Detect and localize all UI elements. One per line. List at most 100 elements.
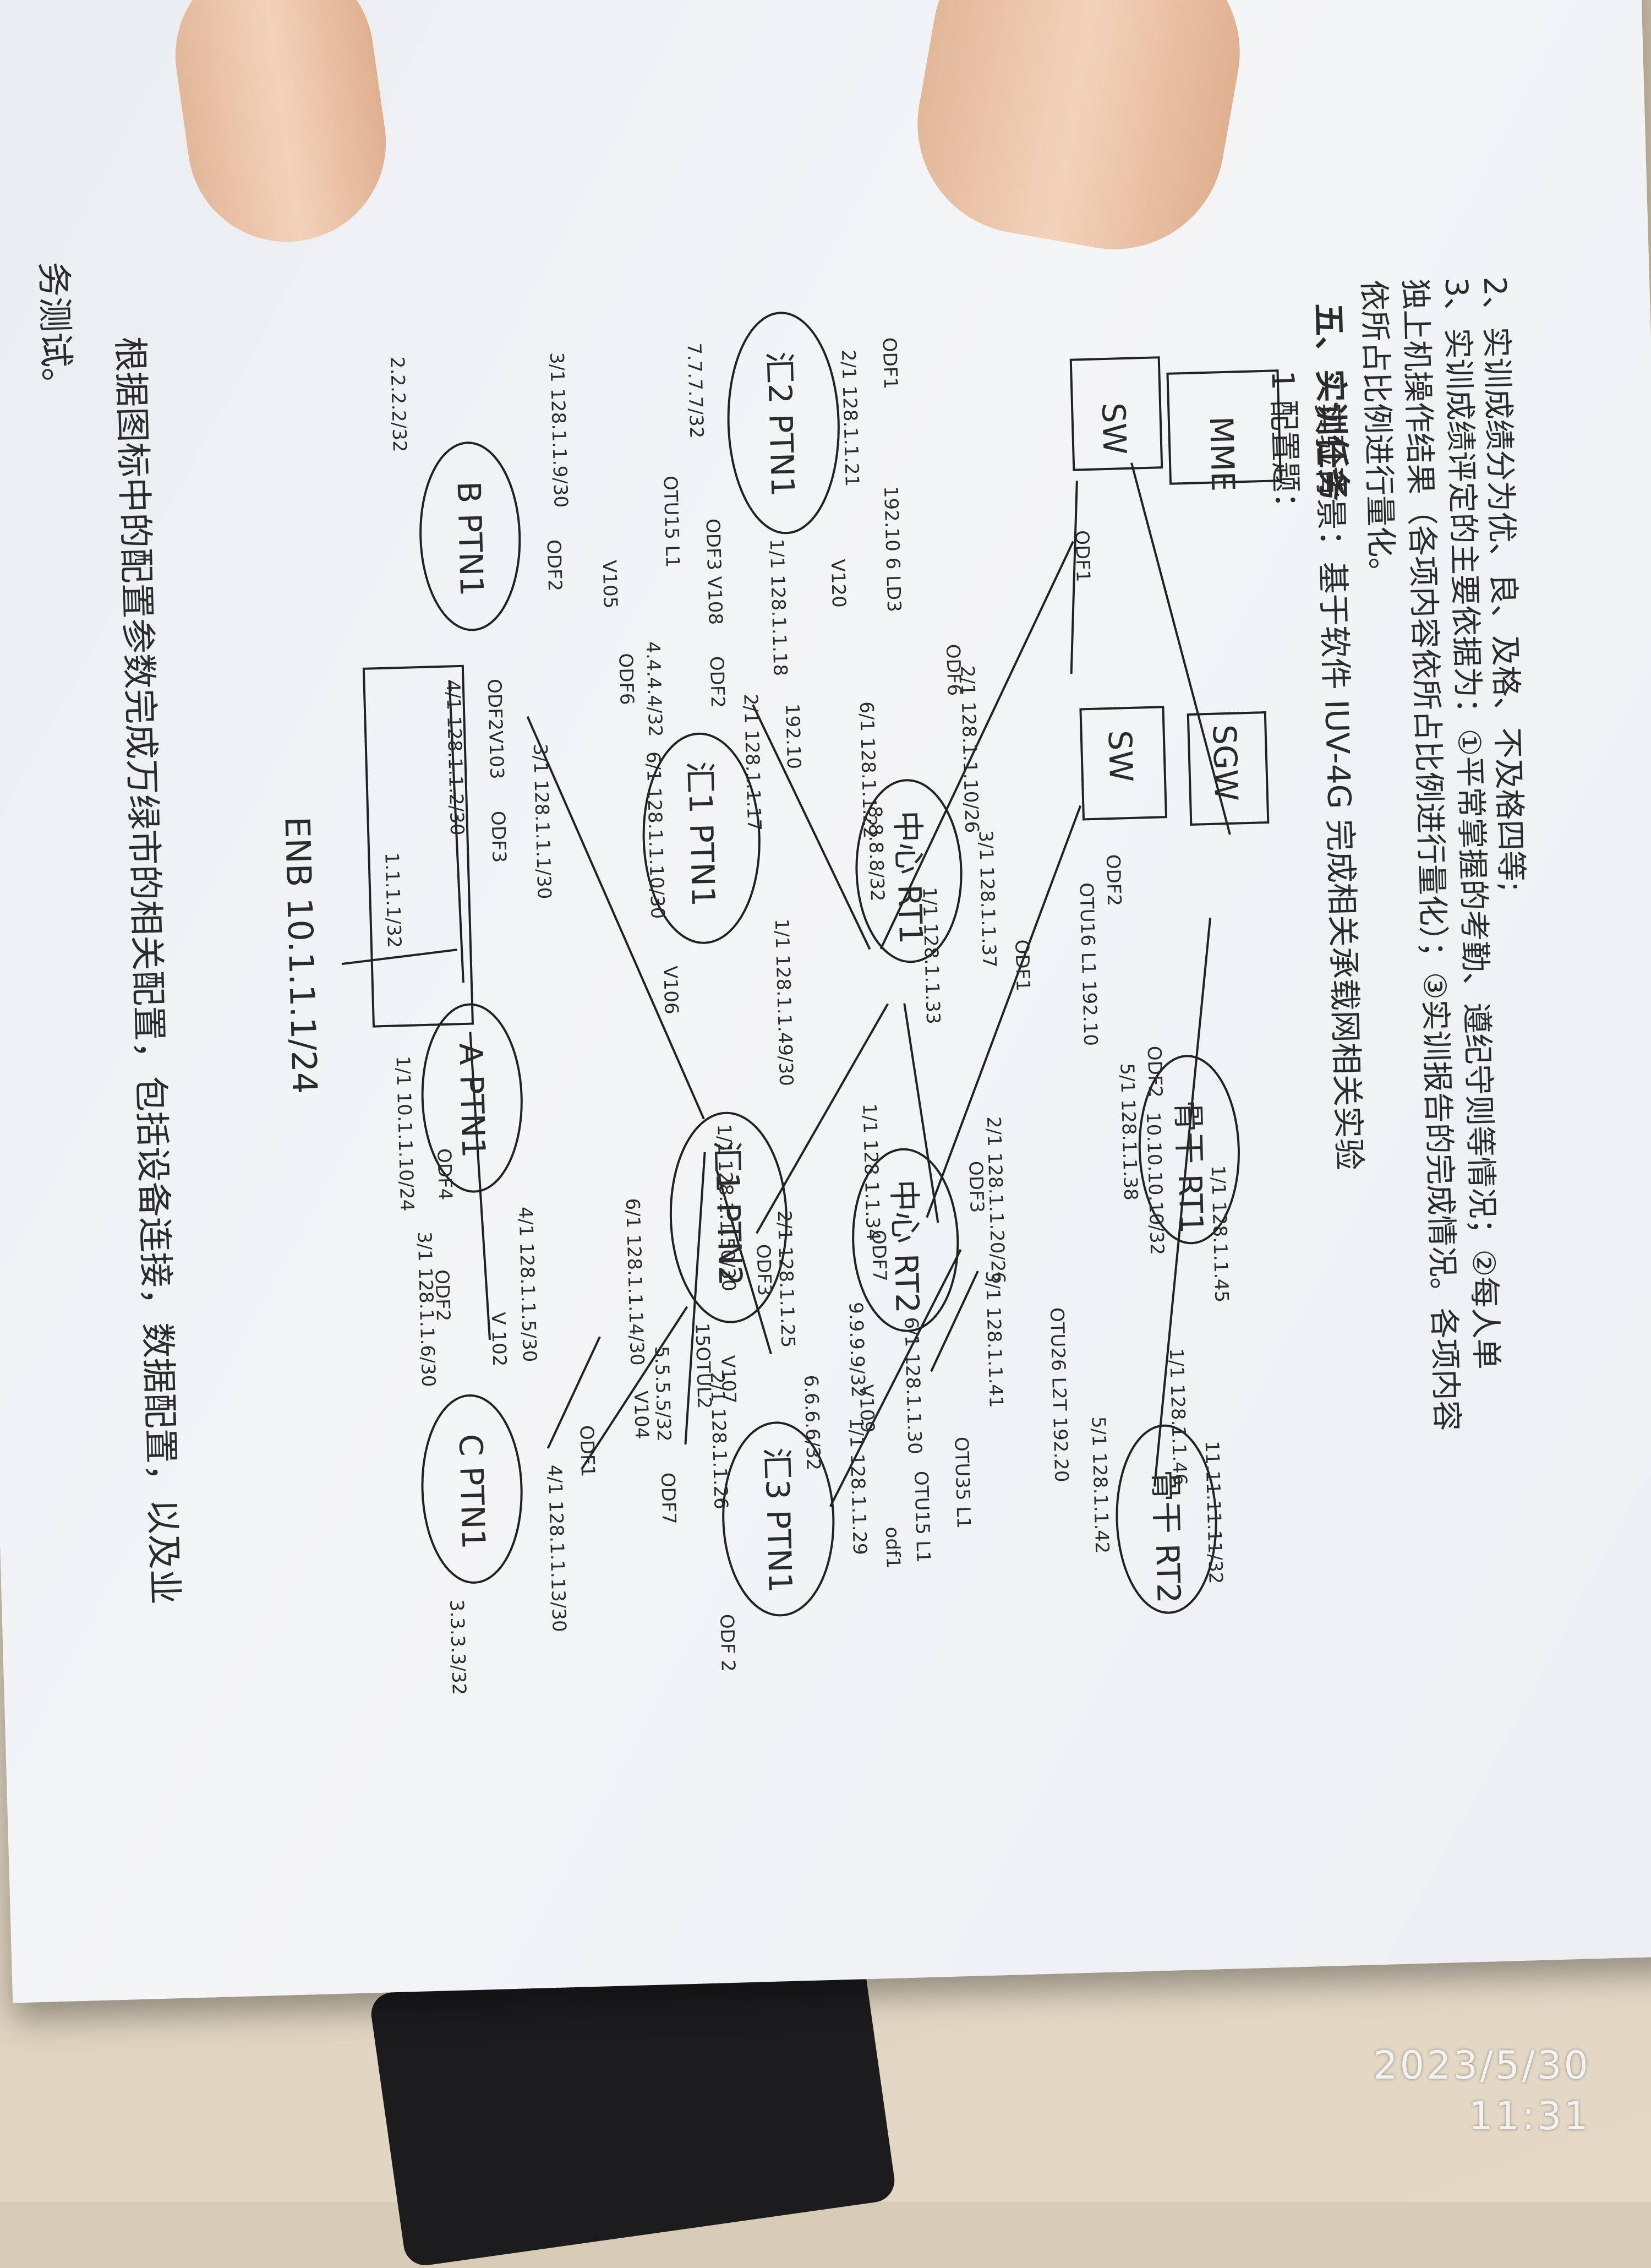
task-line-2: 务测试。 bbox=[32, 261, 77, 403]
label-h1p1-odf6: ODF6 bbox=[614, 653, 638, 705]
photo-timestamp: 2023/5/30 11:31 bbox=[1373, 2040, 1590, 2141]
label-c-loop: 3.3.3.3/32 bbox=[445, 1599, 470, 1695]
label-h1p2-p6: 6/1 128.1.1.14/30 bbox=[621, 1198, 648, 1366]
enb-box bbox=[362, 664, 474, 1028]
node-b-ptn1: B PTN1 bbox=[450, 481, 490, 597]
label-h3-odf2: ODF 2 bbox=[715, 1614, 739, 1672]
sw1-box bbox=[1069, 356, 1163, 471]
node-zx-rt1: 中心 RT1 bbox=[888, 810, 930, 945]
label-192-6: 192.10 6 LD3 bbox=[879, 486, 905, 612]
timestamp-date: 2023/5/30 bbox=[1373, 2043, 1590, 2088]
node-enb: ENB 10.1.1.1/24 bbox=[277, 816, 325, 1094]
h1-ptn1-ellipse bbox=[642, 732, 761, 944]
label-zx1-p3: 3/1 128.1.1.37 bbox=[975, 830, 1001, 968]
label-v105: V105 bbox=[598, 560, 621, 609]
label-h1p2-p1: 1/1 128.1.1.50/30 bbox=[713, 1124, 739, 1291]
label-h2-otu: OTU15 L1 bbox=[659, 476, 684, 568]
label-h2-odf2: ODF2 bbox=[542, 539, 566, 592]
sheet-content: 2、实训成绩分为优、良、及格、不及格四等; 3、实训成绩评定的主要依据为：①平常… bbox=[32, 261, 1529, 1695]
zx-rt1-ellipse bbox=[855, 779, 963, 963]
node-zx-rt2: 中心 RT2 bbox=[885, 1179, 926, 1314]
label-h2-p3: 3/1 128.1.1.9/30 bbox=[545, 352, 572, 508]
node-h3-ptn1: 汇3 PTN1 bbox=[758, 1447, 799, 1593]
label-c-odf1: ODF1 bbox=[575, 1425, 599, 1477]
label-b-p4: 4/1 128.1.1.2/30 bbox=[442, 680, 468, 836]
label-odf1-sgw: ODF1 bbox=[1010, 939, 1034, 991]
node-h1-ptn2: 汇1 PTN2 bbox=[708, 1140, 749, 1286]
label-odf2-sgw: ODF2 bbox=[1102, 854, 1125, 906]
sgw-box bbox=[1187, 711, 1270, 826]
label-a-p4: 4/1 128.1.1.5/30 bbox=[514, 1206, 540, 1362]
label-c-odf2: ODF2 bbox=[430, 1269, 454, 1322]
mme-box bbox=[1166, 369, 1282, 485]
label-h2-loop: 7.7.7.7/32 bbox=[683, 342, 708, 439]
zx-rt2-ellipse bbox=[852, 1148, 959, 1332]
label-otu16: OTU16 L1 192.10 bbox=[1075, 882, 1101, 1046]
section-title: 五、实训任务 bbox=[1309, 303, 1353, 502]
label-zx-rt1-loop: 8.8.8.8/32 bbox=[863, 805, 888, 902]
intro-line-3c: 依所占比例进行量化。 bbox=[1355, 279, 1400, 588]
sw2-box bbox=[1079, 706, 1168, 821]
label-a-p3: 3/1 128.1.1.1/30 bbox=[529, 743, 555, 899]
label-gg1-p1: 1/1 128.1.1.45 bbox=[1207, 1165, 1233, 1302]
node-h1-ptn1: 汇1 PTN1 bbox=[681, 761, 722, 907]
b-ptn1-ellipse bbox=[419, 441, 521, 631]
label-h3-p1: 1/1 128.1.1.29 bbox=[845, 1417, 871, 1555]
label-zx1-odf6: ODF6 bbox=[942, 644, 965, 696]
h2-ptn1-ellipse bbox=[727, 312, 840, 535]
label-h1p1-p1: 1/1 128.1.1.49/30 bbox=[770, 918, 797, 1086]
label-odf1-small: odf1 bbox=[881, 1526, 904, 1569]
label-zx2-odf3: ODF3 bbox=[964, 1161, 988, 1213]
node-gg-rt1: 骨干 RT1 bbox=[1169, 1099, 1210, 1234]
label-zx2-p3: 3/1 128.1.1.41 bbox=[981, 1271, 1007, 1408]
label-h1p1-19210: 192.10 bbox=[781, 704, 805, 770]
label-v120: V120 bbox=[827, 559, 850, 608]
label-h2-odf3: ODF3 V108 bbox=[702, 518, 726, 625]
node-sw1: SW bbox=[1095, 402, 1134, 455]
node-mme: MME bbox=[1202, 416, 1242, 492]
label-h1p2-odf3: ODF3 bbox=[752, 1244, 775, 1296]
label-h1p1-loop: 4.4.4.4/32 bbox=[642, 641, 666, 738]
gg-rt1-ellipse bbox=[1138, 1055, 1240, 1245]
node-gg-rt2: 骨干 RT2 bbox=[1146, 1469, 1188, 1604]
a-ptn1-ellipse bbox=[421, 1003, 523, 1193]
label-gg2-p5: 5/1 128.1.1.42 bbox=[1087, 1416, 1113, 1554]
label-h1p2-loop: 5.5.5.5/32 bbox=[650, 1346, 675, 1442]
label-zx1-p2: 2/1 128.1.1.10/26 bbox=[956, 666, 982, 833]
label-otu15: OTU15 L1 bbox=[910, 1471, 934, 1563]
label-b-loop: 2.2.2.2/32 bbox=[386, 356, 411, 452]
label-zx2-p1: 1/1 128.1.1.34 bbox=[858, 1103, 884, 1241]
label-h2-p1: 1/1 128.1.1.18 bbox=[766, 538, 791, 676]
topology-links bbox=[341, 462, 1231, 1507]
label-zx1-p1: 1/1 128.1.1.33 bbox=[918, 887, 944, 1024]
label-odf2-rt1: ODF2 bbox=[1143, 1045, 1167, 1098]
label-gg-rt1-loop: 10.10.10.10/32 bbox=[1142, 1112, 1168, 1256]
label-h2-p2: 2/1 128.1.1.21 bbox=[837, 349, 863, 487]
label-gg-rt2-loop: 11.11.11.11/32 bbox=[1201, 1441, 1227, 1584]
label-b-odf2: ODF2V103 bbox=[483, 679, 507, 779]
label-h1p2-otu: 15OTUL2 bbox=[691, 1323, 715, 1409]
label-a-p1: 1/1 10.1.1.10/24 bbox=[392, 1056, 418, 1212]
label-h1p2-p2: 2/1 128.1.1.25 bbox=[773, 1210, 799, 1348]
node-sw2: SW bbox=[1101, 730, 1140, 783]
label-zx1-p6: 6/1 128.1.1.22 bbox=[855, 701, 881, 839]
h1-ptn2-ellipse bbox=[669, 1111, 788, 1323]
label-zx2-p2: 2/1 128.1.1.20/26 bbox=[982, 1116, 1009, 1284]
label-h2-odf1: ODF1 bbox=[878, 337, 901, 389]
label-zx-rt2-loop: 9.9.9.9/32 bbox=[844, 1302, 869, 1398]
h3-ptn1-ellipse bbox=[722, 1421, 835, 1617]
label-v104: V104 bbox=[630, 1391, 653, 1440]
label-gg2-p1: 1/1 128.1.1.46 bbox=[1165, 1348, 1191, 1486]
label-a-odf4: ODF4 bbox=[433, 1148, 456, 1201]
label-a-loop: 1.1.1.1/32 bbox=[380, 852, 405, 948]
task-line-1: 根据图标中的配置参数完成万绿市的相关配置，包括设备连接，数据配置，以及业 bbox=[109, 336, 185, 1605]
node-a-ptn1: A PTN1 bbox=[452, 1043, 493, 1159]
label-otu35: OTU35 L1 bbox=[950, 1436, 975, 1529]
gg-rt2-ellipse bbox=[1116, 1424, 1217, 1614]
label-c-p3: 3/1 128.1.1.6/30 bbox=[413, 1231, 439, 1387]
label-h3-odf7: ODF7 bbox=[657, 1472, 680, 1524]
label-v107: V107 bbox=[717, 1355, 740, 1404]
label-otu26: OTU26 L2T 192.20 bbox=[1046, 1307, 1073, 1483]
label-a-odf3: ODF3 bbox=[486, 811, 510, 863]
label-zx2-p6: 6/1 128.1.1.30 bbox=[900, 1317, 926, 1454]
